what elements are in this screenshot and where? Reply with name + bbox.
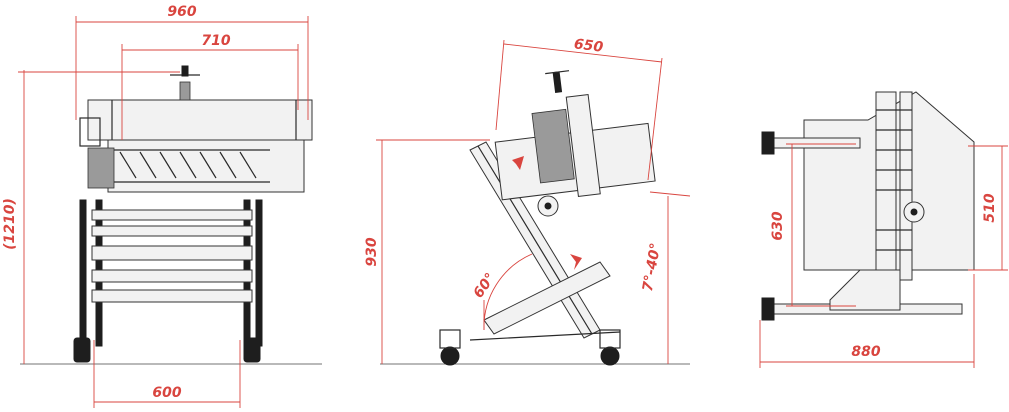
dim-side-angle-60: 60° [471,270,499,301]
side-arrow-down [570,254,582,270]
dim-front-width-710: 710 [201,33,230,49]
dim-front-width-960: 960 [167,4,196,20]
front-wheel-right [243,337,261,363]
side-view: 650 930 60° 7°-40° [364,36,691,366]
side-wheel-left [440,346,460,366]
side-lower-beam [483,261,611,335]
dim-top-depth-630: 630 [770,211,786,240]
front-view: 960 710 (1210) 600 [2,4,322,408]
front-auger-housing [107,139,305,193]
dim-side-length-650: 650 [573,36,604,55]
dim-top-depth-510: 510 [982,193,998,222]
dim-side-height-930: 930 [364,237,380,266]
dim-top-length-880: 880 [851,344,880,360]
front-wheel-left [73,337,91,363]
dim-front-base-600: 600 [152,385,181,401]
side-wheel-right [600,346,620,366]
side-motor [531,108,575,184]
top-view: 630 510 880 [759,91,1008,368]
dim-side-tilt-7-40: 7°-40° [640,242,664,293]
side-arrow-up [512,156,524,170]
top-arm-upper [765,137,861,149]
dim-front-height-1210: (1210) [2,198,18,250]
front-leg-left [79,199,87,347]
side-handwheel [552,71,563,94]
top-rail [875,91,897,281]
front-side-bracket [79,117,101,147]
front-handwheel [181,65,189,77]
front-motor [87,147,115,189]
